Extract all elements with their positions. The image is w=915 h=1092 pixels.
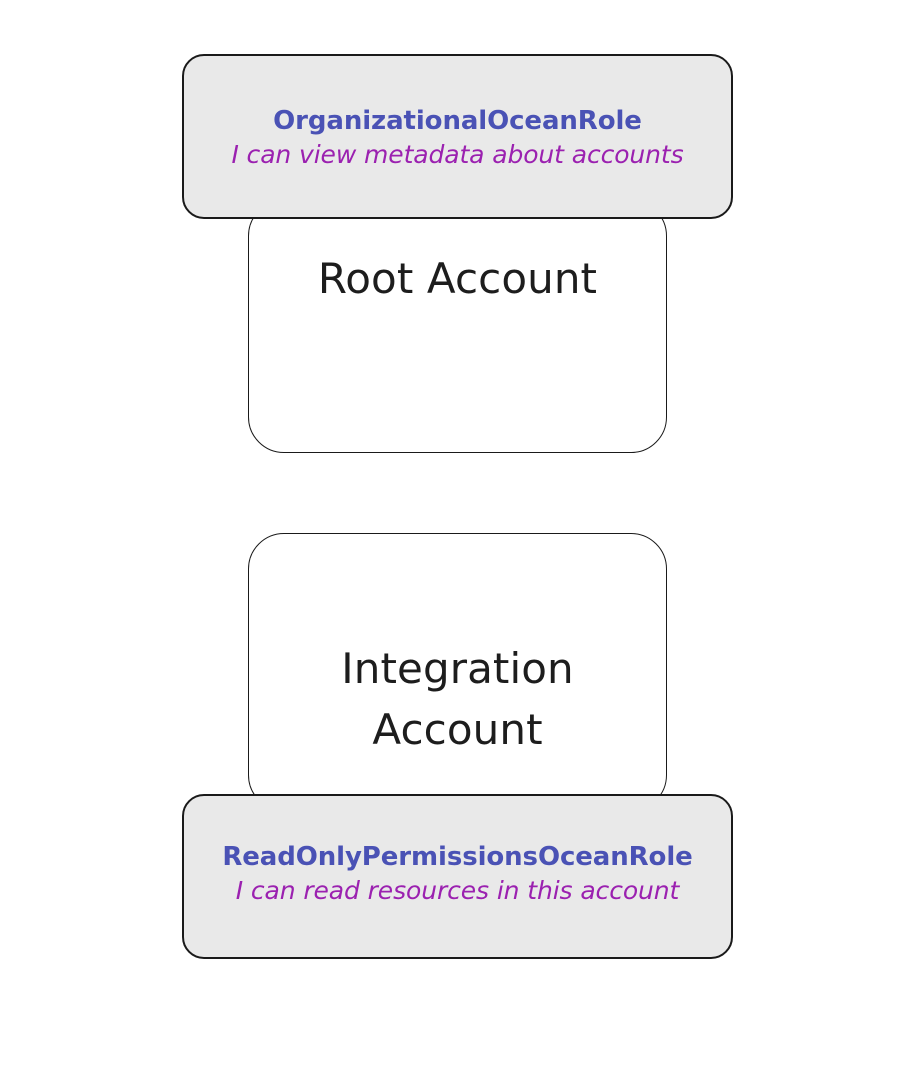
role-title-organizational-ocean-role: OrganizationalOceanRole xyxy=(273,106,642,137)
account-box-root[interactable]: Root Account xyxy=(248,200,667,453)
role-title-readonly-permissions-ocean-role: ReadOnlyPermissionsOceanRole xyxy=(222,842,693,873)
role-box-readonly-permissions-ocean-role[interactable]: ReadOnlyPermissionsOceanRole I can read … xyxy=(182,794,733,959)
role-description-organizational-ocean-role: I can view metadata about accounts xyxy=(231,140,684,170)
account-label-integration: Integration Account xyxy=(341,644,574,754)
account-label-root: Root Account xyxy=(317,254,598,303)
account-box-integration[interactable]: Integration Account xyxy=(248,533,667,811)
role-box-organizational-ocean-role[interactable]: OrganizationalOceanRole I can view metad… xyxy=(182,54,733,219)
role-description-readonly-permissions-ocean-role: I can read resources in this account xyxy=(235,876,680,906)
